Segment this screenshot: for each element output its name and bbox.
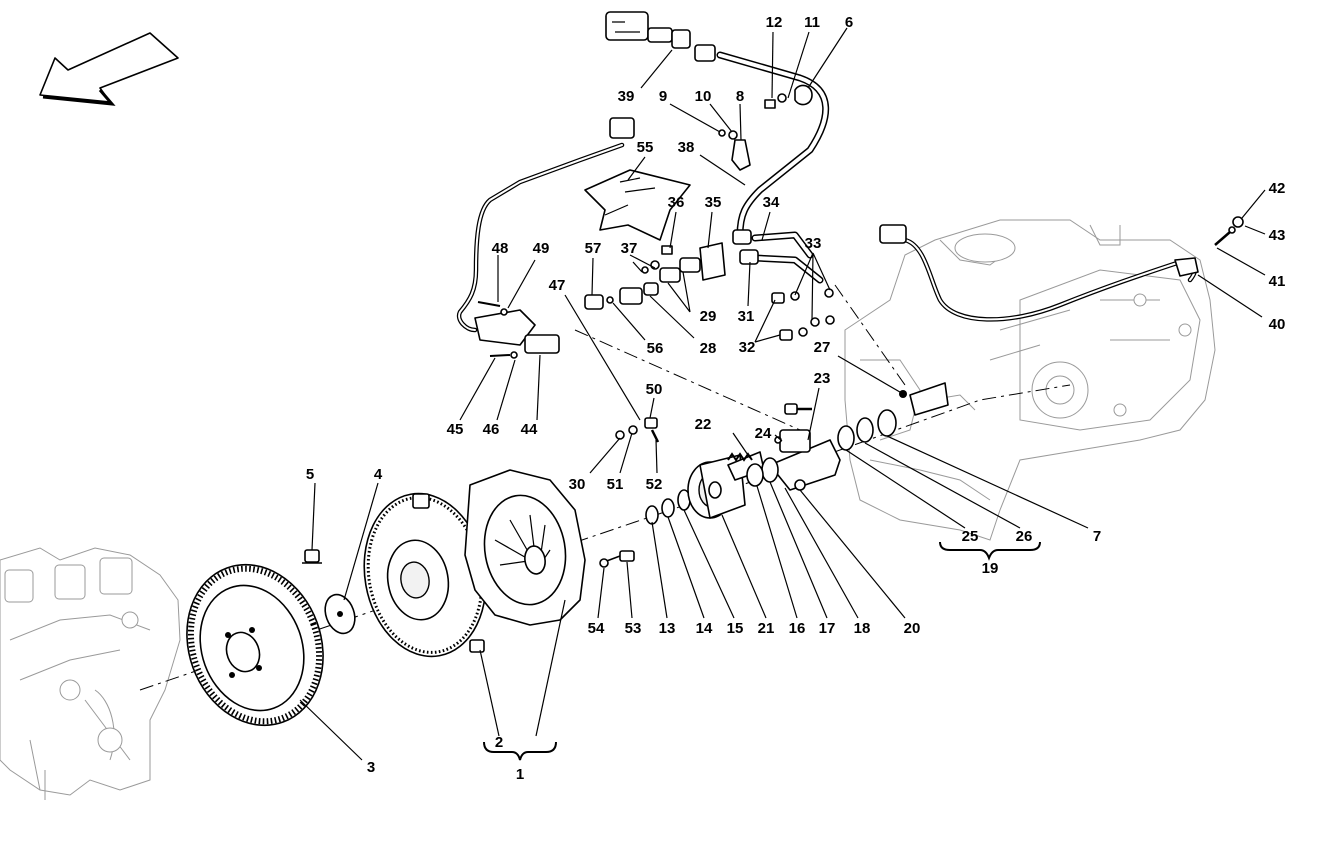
callout-23: 23 [814, 370, 831, 387]
callout-29: 29 [700, 308, 717, 325]
callout-26: 26 [1016, 528, 1033, 545]
callout-36: 36 [668, 194, 685, 211]
callout-56: 56 [647, 340, 664, 357]
pressure-sensor [605, 11, 691, 49]
callout-27: 27 [814, 339, 831, 356]
callout-25: 25 [962, 528, 979, 545]
callout-12: 12 [766, 14, 783, 31]
callout-52: 52 [646, 476, 663, 493]
callout-3: 3 [367, 759, 375, 776]
cover-fasteners [615, 417, 660, 443]
callout-53: 53 [625, 620, 642, 637]
callout-8: 8 [736, 88, 744, 105]
callout-51: 51 [607, 476, 624, 493]
callout-21: 21 [758, 620, 775, 637]
callout-1: 1 [516, 766, 524, 783]
callout-45: 45 [447, 421, 464, 438]
callout-46: 46 [483, 421, 500, 438]
callout-16: 16 [789, 620, 806, 637]
callout-4: 4 [374, 466, 383, 483]
callout-20: 20 [904, 620, 921, 637]
callout-34: 34 [763, 194, 780, 211]
gearbox-sensor-wiring [879, 224, 1199, 322]
callout-49: 49 [533, 240, 550, 257]
callout-17: 17 [819, 620, 836, 637]
callout-30: 30 [569, 476, 586, 493]
cover-bolt [599, 550, 635, 568]
callout-37: 37 [621, 240, 638, 257]
brace-1 [483, 741, 557, 761]
pipe-clip [764, 84, 813, 109]
leader-lines [299, 27, 1266, 761]
callout-11: 11 [804, 14, 820, 31]
heat-shield [584, 169, 691, 241]
callout-7: 7 [1093, 528, 1101, 545]
engine-block [0, 547, 181, 800]
callout-32: 32 [739, 339, 756, 356]
callout-57: 57 [585, 240, 602, 257]
callout-31: 31 [738, 308, 755, 325]
callout-43: 43 [1269, 227, 1286, 244]
callout-2: 2 [495, 734, 503, 751]
callout-44: 44 [521, 421, 538, 438]
callout-42: 42 [1269, 180, 1286, 197]
callout-14: 14 [696, 620, 713, 637]
spacer-disc [324, 593, 356, 635]
pressure-plate [464, 469, 586, 653]
callout-28: 28 [700, 340, 717, 357]
callout-47: 47 [549, 277, 566, 294]
slave-cylinder [746, 429, 841, 491]
callout-35: 35 [705, 194, 722, 211]
bolt-41 [1214, 216, 1244, 246]
flywheel-bolt [302, 549, 322, 564]
flywheel [186, 563, 324, 727]
callout-5: 5 [306, 466, 314, 483]
sensor-wiring [456, 117, 635, 359]
pipe-bracket [718, 129, 751, 171]
callout-22: 22 [695, 416, 712, 433]
callout-24: 24 [755, 425, 772, 442]
hydraulic-pipe [694, 44, 830, 284]
bolts-32 [771, 288, 835, 341]
heat-shield-detail [604, 177, 656, 216]
clutch-disc [363, 492, 487, 658]
callout-48: 48 [492, 240, 509, 257]
direction-arrow-icon [39, 32, 179, 106]
callout-19: 19 [982, 560, 999, 577]
callout-55: 55 [637, 139, 654, 156]
callout-13: 13 [659, 620, 676, 637]
callout-33: 33 [805, 235, 822, 252]
seal-rings [645, 489, 691, 525]
bolt-23 [784, 403, 812, 415]
callout-54: 54 [588, 620, 605, 637]
callout-9: 9 [659, 88, 667, 105]
callout-10: 10 [695, 88, 712, 105]
brace-19 [939, 541, 1041, 561]
callout-labels: 1 2 3 4 5 6 7 8 9 10 11 12 13 14 15 16 1… [306, 14, 1286, 783]
callout-18: 18 [854, 620, 871, 637]
callout-40: 40 [1269, 316, 1286, 333]
callout-15: 15 [727, 620, 744, 637]
release-bearing [687, 451, 765, 519]
callout-41: 41 [1269, 273, 1286, 290]
pipe-junction-block [584, 242, 726, 310]
callout-38: 38 [678, 139, 695, 156]
callout-6: 6 [845, 14, 853, 31]
callout-50: 50 [646, 381, 663, 398]
callout-39: 39 [618, 88, 635, 105]
